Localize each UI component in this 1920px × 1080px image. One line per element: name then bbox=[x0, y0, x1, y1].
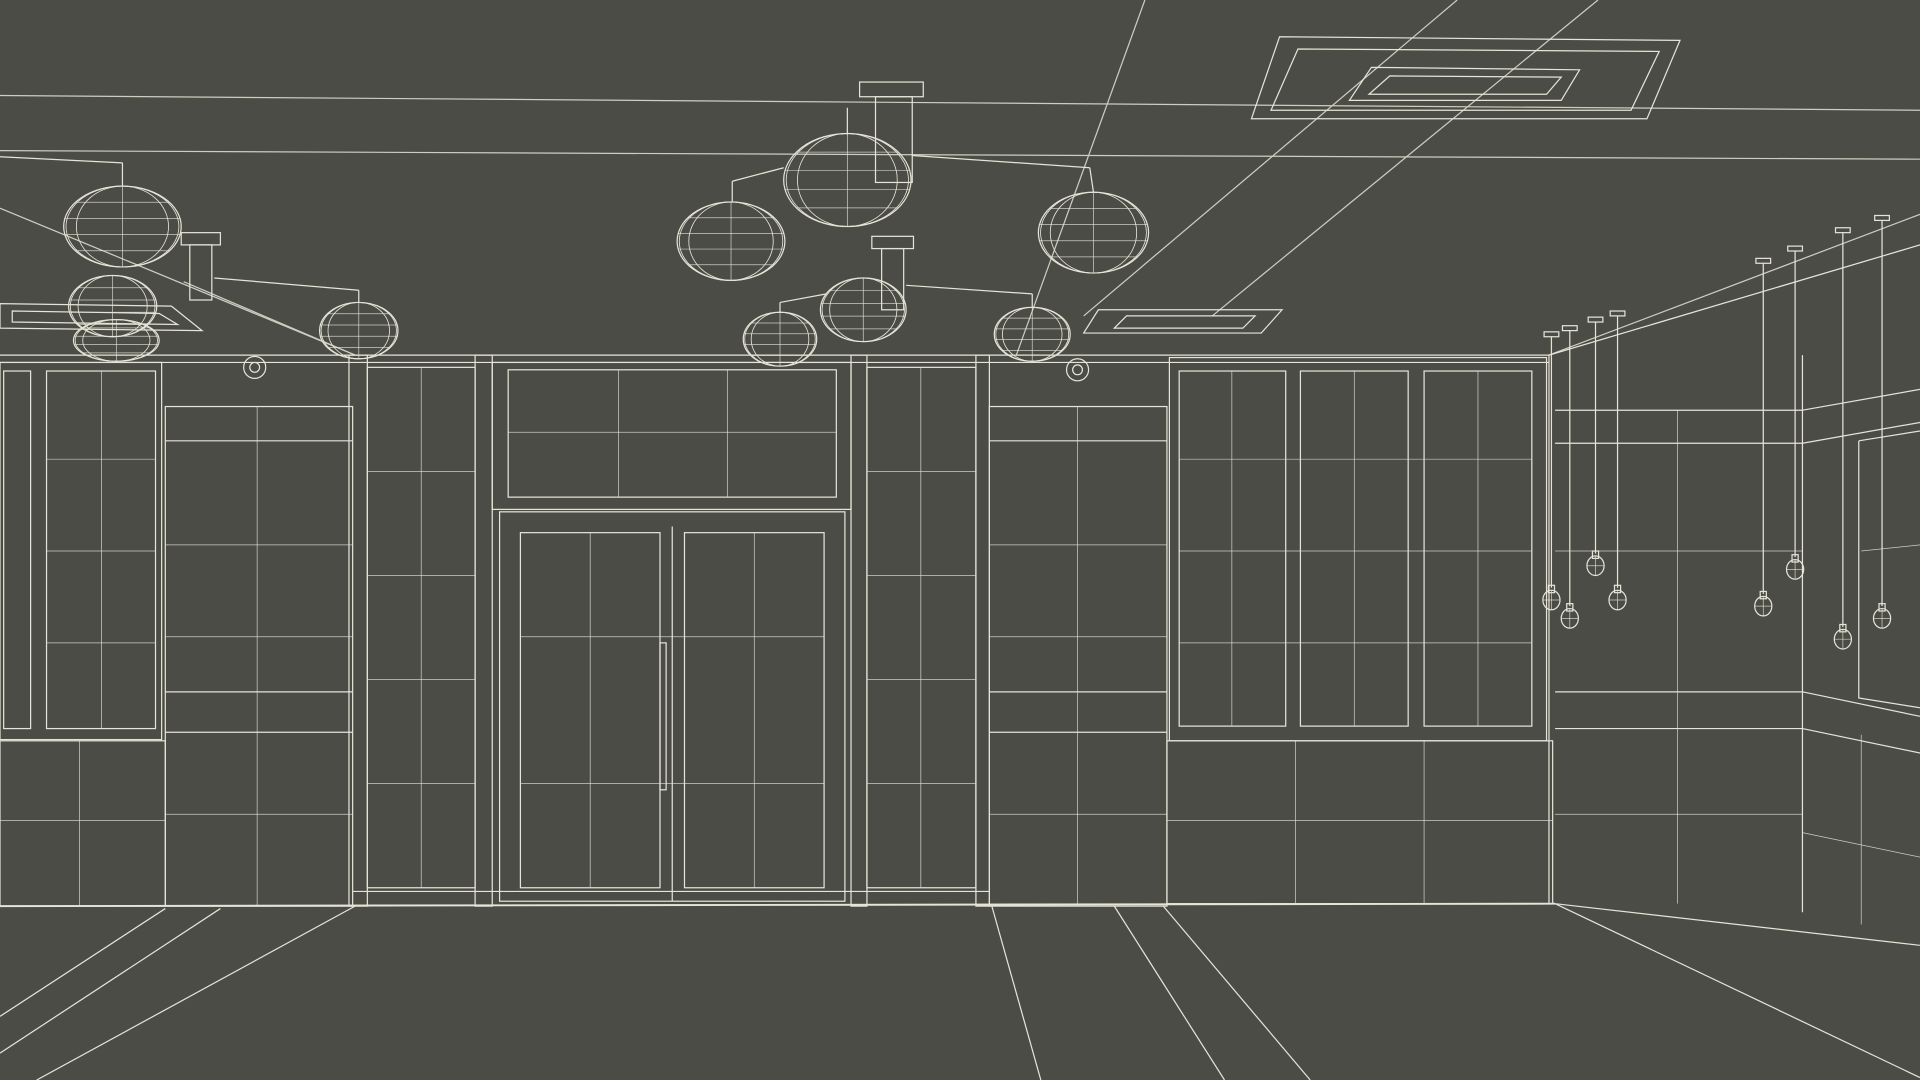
pendant-light bbox=[1833, 227, 1853, 650]
chandeliers bbox=[0, 81, 1150, 367]
lamp-globe bbox=[783, 132, 912, 228]
window-left bbox=[0, 361, 163, 741]
entrance-door bbox=[491, 361, 852, 902]
lamp-globe bbox=[72, 318, 160, 362]
pendant-light bbox=[1560, 325, 1579, 629]
smoke-detectors bbox=[243, 355, 1090, 382]
lamp-globe bbox=[993, 306, 1071, 362]
lamp-globe bbox=[676, 201, 786, 282]
pendant-light bbox=[1785, 245, 1805, 580]
door-handle bbox=[659, 642, 667, 791]
chandelier-center-bottom bbox=[779, 235, 1033, 313]
smoke-detector bbox=[243, 355, 267, 379]
ceiling-ac-unit-large bbox=[1250, 36, 1681, 120]
lamp-globe bbox=[63, 185, 182, 268]
pendant-lights bbox=[1542, 214, 1892, 650]
door-transom bbox=[507, 369, 837, 498]
ceiling-grid bbox=[0, 0, 1920, 356]
smoke-detector bbox=[1065, 358, 1090, 382]
right-wall bbox=[1548, 244, 1920, 925]
lamp-globe bbox=[819, 277, 907, 343]
pendant-light bbox=[1872, 214, 1892, 629]
pendant-light bbox=[1608, 310, 1627, 611]
lamp-globe bbox=[1037, 191, 1150, 274]
pendant-light bbox=[1586, 316, 1605, 577]
window-right bbox=[1168, 356, 1548, 742]
lamp-globe bbox=[318, 301, 399, 360]
ac-units bbox=[0, 36, 1681, 334]
pendant-light bbox=[1542, 331, 1561, 611]
ceiling-ac-unit-left bbox=[0, 303, 204, 332]
chandelier-center-top bbox=[731, 81, 1095, 203]
lamp-globe bbox=[742, 311, 818, 367]
chandelier-left bbox=[0, 156, 360, 303]
ceiling-ac-unit-small bbox=[1082, 309, 1284, 334]
lamp-globe bbox=[67, 274, 158, 338]
pendant-light bbox=[1754, 257, 1773, 617]
